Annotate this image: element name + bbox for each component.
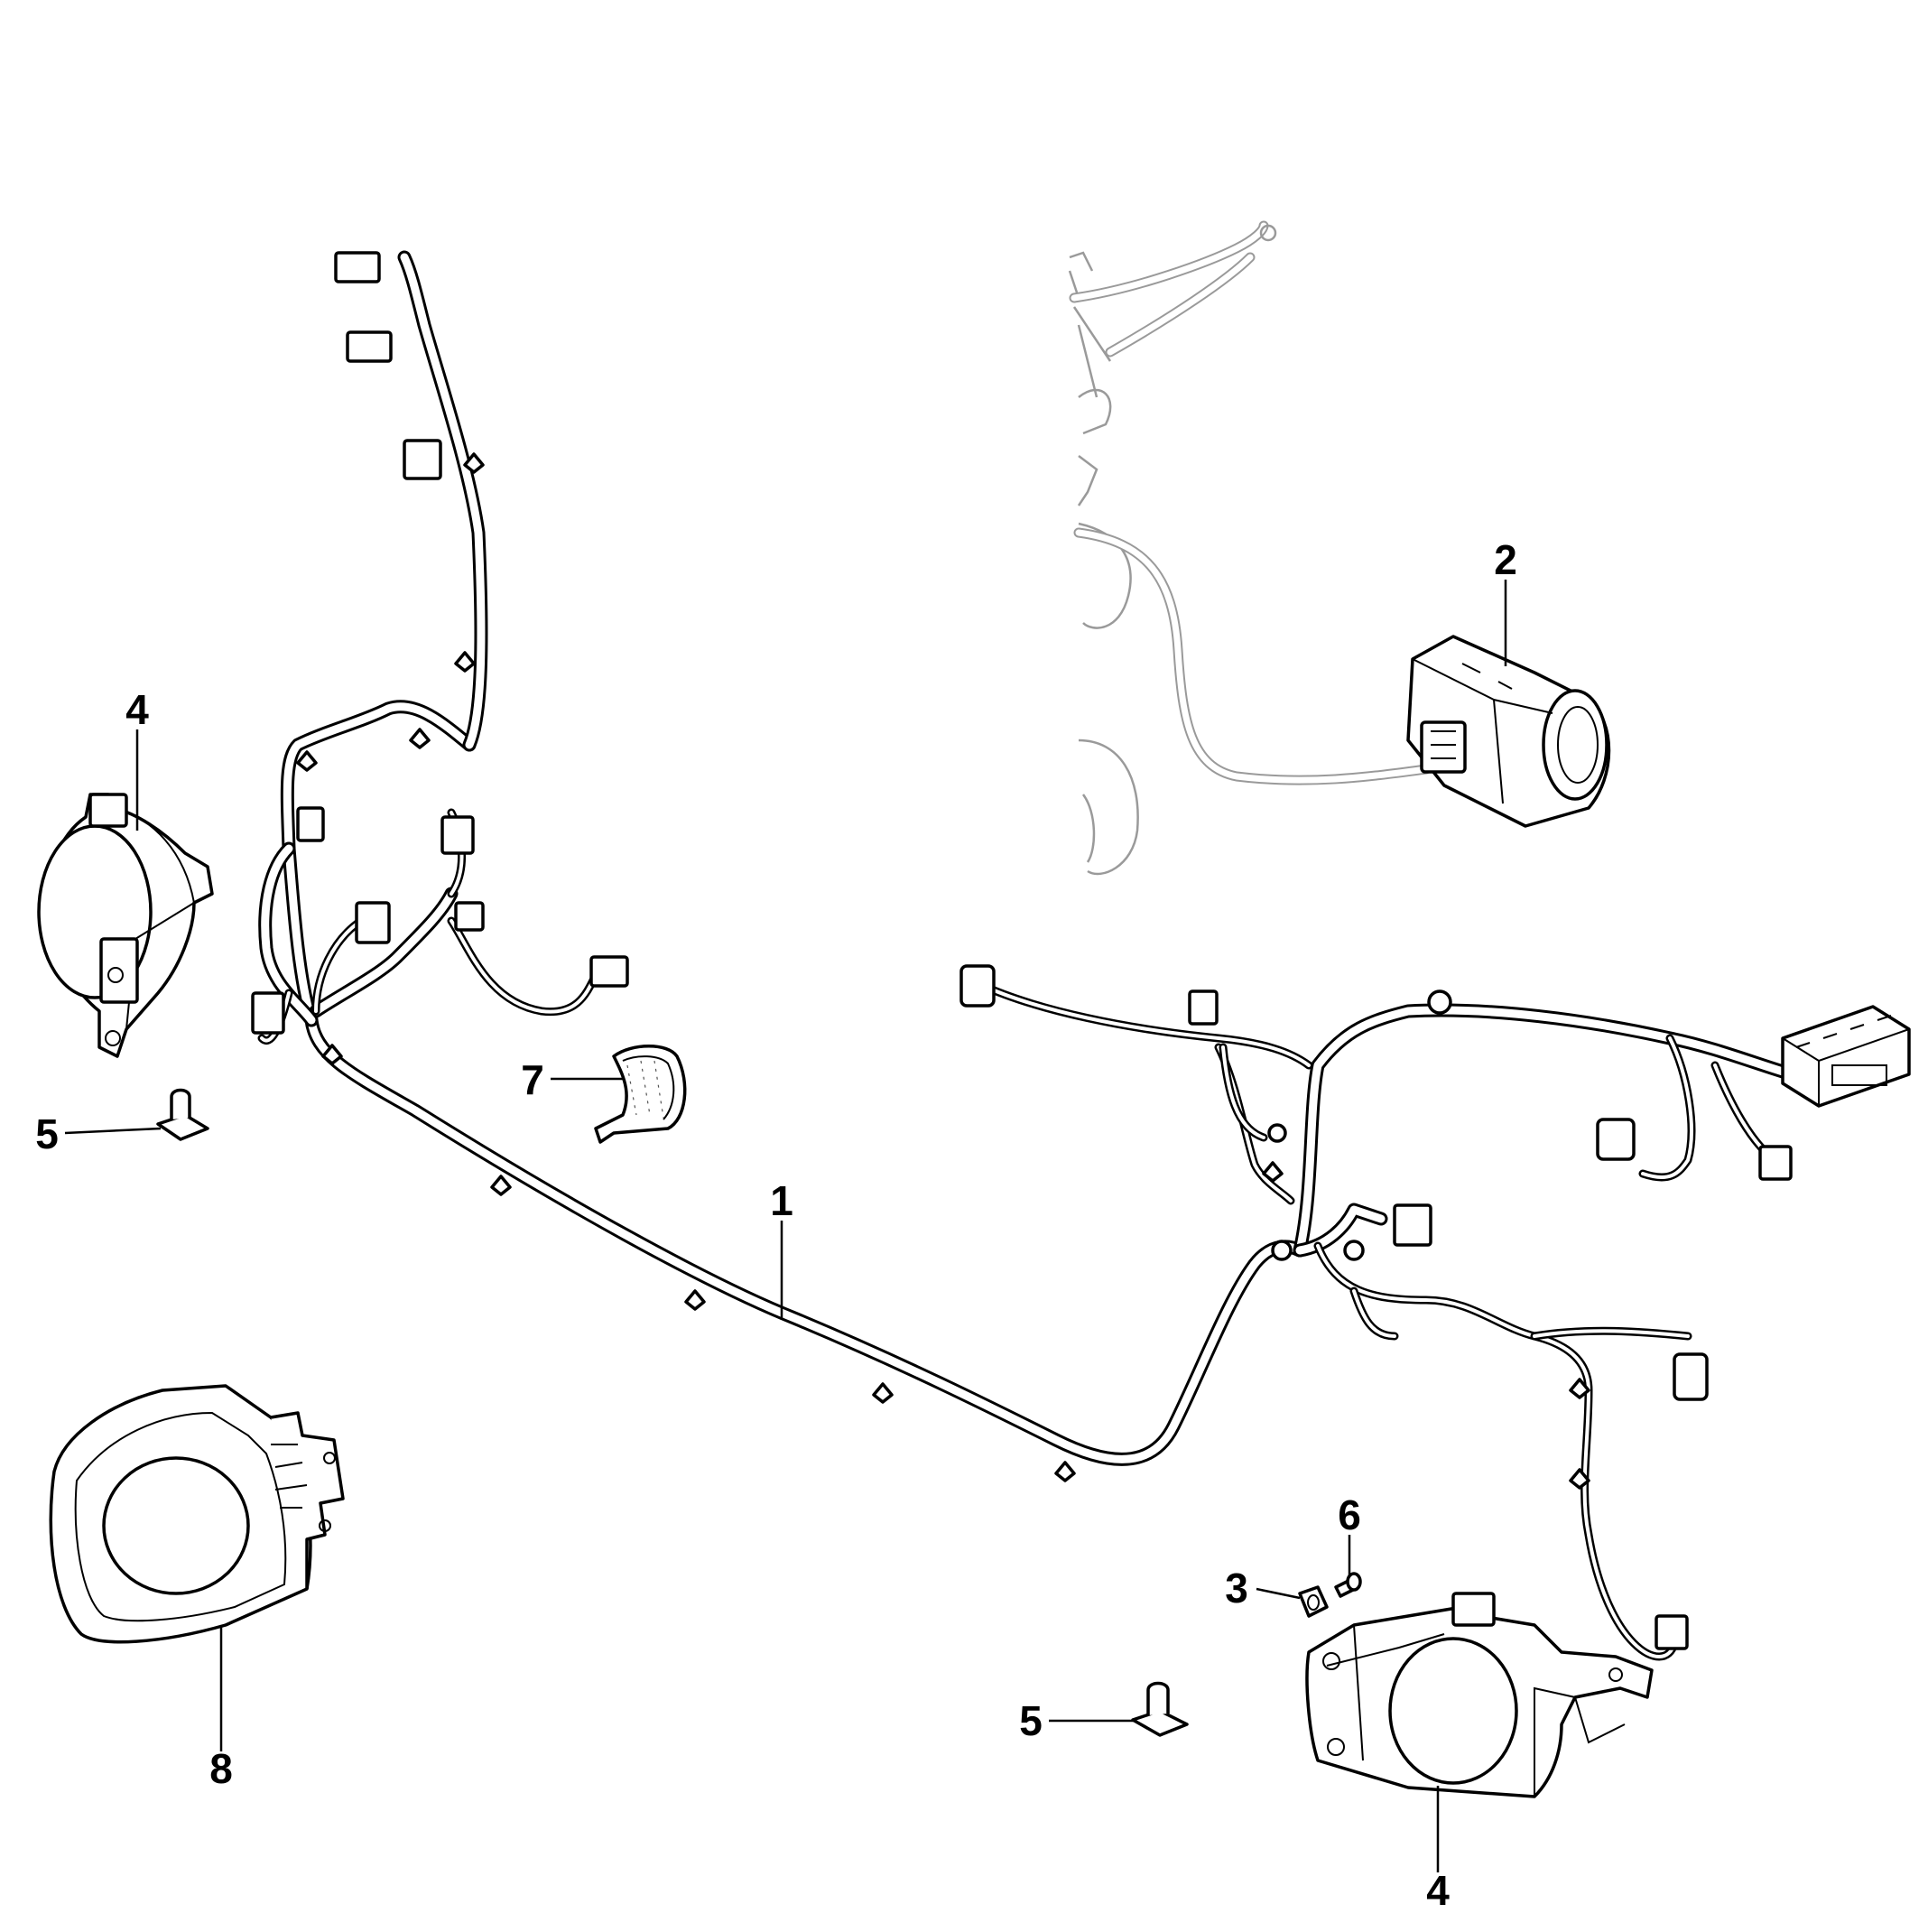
fog-lamp-left [37,793,214,1058]
callout-2: 2 [1494,536,1517,583]
retainer-clip-right [1131,1681,1189,1737]
callout-7: 7 [521,1056,544,1103]
nut [1298,1585,1329,1618]
retainer-clip-left [156,1088,209,1141]
bolt [1334,1572,1362,1598]
callout-labels: 1 2 3 4 4 5 5 6 7 8 [35,536,1517,1914]
wiring-harness [251,250,1911,1661]
callout-8: 8 [209,1745,233,1792]
callout-1: 1 [770,1177,793,1224]
callout-5-upper-left: 5 [35,1110,59,1157]
callout-4-lower-right: 4 [1426,1867,1450,1914]
headlamp-switch [1406,635,1611,828]
callout-4-upper-left: 4 [125,686,149,733]
cable-tie [594,1045,687,1144]
callout-leaders [64,580,1507,1872]
junction-block [1781,1005,1911,1108]
callout-3: 3 [1225,1565,1248,1612]
callout-6: 6 [1338,1491,1361,1538]
harness-clips [296,452,1590,1490]
fog-lamp-right [1305,1592,1654,1798]
harness-connectors [251,251,1793,1650]
leader-5a [64,1127,162,1135]
leader-3 [1256,1587,1301,1600]
ghost-vehicle-context [1068,220,1432,876]
callout-5-lower-right: 5 [1019,1697,1043,1744]
fog-lamp-bezel [49,1384,345,1644]
